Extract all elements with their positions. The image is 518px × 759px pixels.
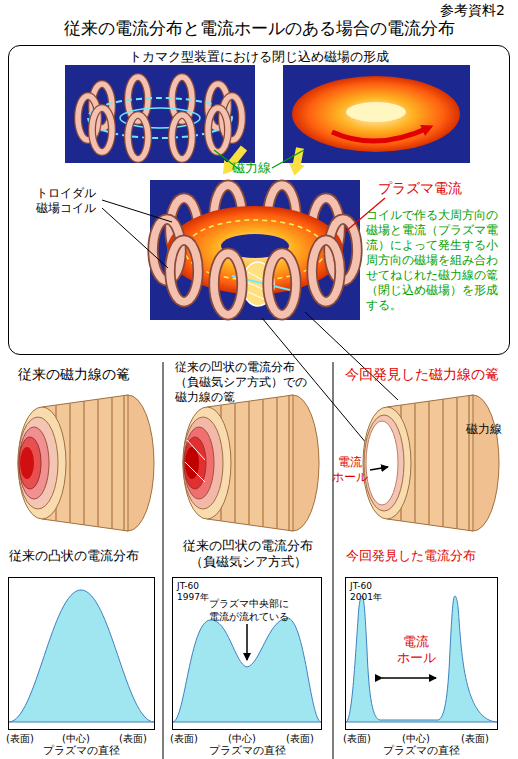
conventional-cage xyxy=(18,395,154,531)
confinement-field-image xyxy=(150,180,360,320)
conventional-cage xyxy=(18,395,154,531)
axis-title: プラズマの直径 xyxy=(345,744,498,758)
leader-line xyxy=(305,312,398,400)
current-profile-chart xyxy=(9,590,497,722)
current-hole-cage xyxy=(364,415,404,511)
axis-label: (表面) xyxy=(6,733,46,746)
reversed-shear-cage xyxy=(183,417,223,509)
axis-label: (中心) xyxy=(402,733,442,746)
current-hole-cage xyxy=(366,421,398,505)
conventional-cage xyxy=(19,437,41,489)
part-label: 電流 ホール xyxy=(331,455,369,485)
page-title: 従来の電流分布と電流ホールのある場合の電流分布 xyxy=(0,18,518,39)
yellow-arrow xyxy=(296,148,300,168)
cage-heading: 今回発見した磁力線の篭 xyxy=(345,366,517,384)
axis-label: (表面) xyxy=(286,733,326,746)
plasma-current-image xyxy=(332,128,428,141)
confinement-field-image xyxy=(312,240,340,302)
part-label: 磁力線 xyxy=(232,160,282,176)
conventional-cage xyxy=(20,447,34,479)
tokamak-coils-image xyxy=(208,108,228,152)
axis-label: (表面) xyxy=(461,733,501,746)
reversed-shear-cage xyxy=(183,395,319,531)
conventional-cage xyxy=(18,417,58,509)
chart-box: 従来の凹状の電流分布 （負磁気シア方式）JT-60 1997年プラズマ中央部に … xyxy=(172,577,322,730)
plasma-current-image xyxy=(346,102,406,122)
leader-line xyxy=(102,208,168,268)
axis-label: (表面) xyxy=(119,733,159,746)
chart-note: プラズマ中央部に 電流が流れている xyxy=(197,598,301,623)
leader-line xyxy=(272,150,304,168)
reference-number: 参考資料2 xyxy=(440,2,518,20)
chart-heading: 従来の凹状の電流分布 （負磁気シア方式） xyxy=(173,538,323,571)
current-profile-chart xyxy=(9,590,154,722)
part-label: 磁力線 xyxy=(466,422,511,437)
tokamak-coils-image xyxy=(65,65,255,163)
confinement-field-image xyxy=(150,180,360,320)
chart-box: 今回発見した電流分布JT-60 2001年電流 ホール xyxy=(345,577,498,730)
span-arrow xyxy=(382,677,436,679)
current-hole-cage xyxy=(363,395,499,531)
chart-heading: 従来の凸状の電流分布 xyxy=(9,548,169,564)
reversed-shear-cage xyxy=(185,462,205,482)
current-profile-chart xyxy=(346,596,497,722)
chart-note: JT-60 2001年 xyxy=(350,581,390,604)
plasma-current-image xyxy=(283,65,470,163)
part-label: トロイダル 磁場コイル xyxy=(30,186,102,216)
axis-title: プラズマの直径 xyxy=(8,744,155,758)
tokamak-coils-image xyxy=(65,65,255,163)
plasma-current-image xyxy=(292,76,460,152)
axis-title: プラズマの直径 xyxy=(172,744,322,758)
cage-heading: 従来の磁力線の篭 xyxy=(18,366,158,384)
axis-label: (中心) xyxy=(228,733,268,746)
chart-heading: 今回発見した電流分布 xyxy=(346,548,506,564)
cage-heading: 従来の凹状の電流分布 （負磁気シア方式）での 磁力線の篭 xyxy=(175,360,325,405)
pointer-arrow xyxy=(370,467,388,470)
axis-label: (表面) xyxy=(343,733,383,746)
divider-line xyxy=(163,362,333,759)
frame-heading: トカマク型装置における閉じ込め磁場の形成 xyxy=(9,49,509,65)
reversed-shear-cage xyxy=(184,427,214,499)
tokamak-coils-image xyxy=(92,108,112,152)
confinement-field-image xyxy=(268,253,296,315)
chart-note: 電流 ホール xyxy=(396,634,436,667)
reversed-shear-cage xyxy=(185,440,205,482)
tokamak-coils-image xyxy=(172,115,192,159)
leader-line xyxy=(102,200,172,222)
confinement-field-image xyxy=(214,253,242,315)
reversed-shear-cage xyxy=(183,395,319,531)
chart-box: 従来の凸状の電流分布 xyxy=(8,577,155,730)
reversed-shear-cage xyxy=(187,440,205,460)
note-text: コイルで作る大周方向の 磁場と電流（プラズマ電 流）によって発生する小 周方向の… xyxy=(366,208,506,313)
conventional-cage xyxy=(19,427,49,499)
divider-line xyxy=(333,362,334,759)
axis-label: (表面) xyxy=(170,733,210,746)
reversed-shear-cage xyxy=(184,437,206,489)
tokamak-coils-image xyxy=(128,115,148,159)
plasma-current-image xyxy=(283,65,470,163)
axis-label: (中心) xyxy=(62,733,102,746)
confinement-field-image xyxy=(170,240,198,302)
current-hole-cage xyxy=(363,395,499,531)
pointer-arrow xyxy=(246,624,248,660)
divider-line xyxy=(163,362,164,759)
current-profile-chart xyxy=(173,618,321,722)
part-label: プラズマ電流 xyxy=(378,180,488,198)
